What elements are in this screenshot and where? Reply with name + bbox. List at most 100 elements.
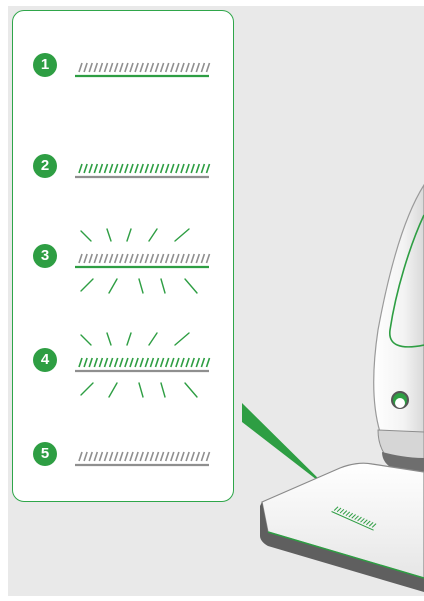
indicator-stripe xyxy=(110,164,113,173)
indicator-stripe xyxy=(130,164,133,173)
indicator-legend-panel: 1 2 3 4 5 xyxy=(12,10,234,502)
indicator-stripe xyxy=(166,164,169,173)
flash-ray xyxy=(81,335,91,345)
indicator-stripe xyxy=(166,452,169,461)
indicator-stripe xyxy=(191,452,194,461)
indicator-stripe xyxy=(120,63,123,72)
indicator-stripe xyxy=(99,164,102,173)
indicator-stripe xyxy=(161,164,164,173)
indicator-stripe xyxy=(94,164,97,173)
indicator-stripe xyxy=(186,452,189,461)
step-badge-1: 1 xyxy=(33,53,57,77)
indicator-stripe xyxy=(115,164,118,173)
flash-ray xyxy=(149,333,157,345)
indicator-stripe xyxy=(99,63,102,72)
indicator-light-icon-1 xyxy=(65,45,215,89)
indicator-stripe xyxy=(145,63,148,72)
indicator-stripe xyxy=(196,452,199,461)
step-badge-5: 5 xyxy=(33,442,57,466)
indicator-stripe xyxy=(171,164,174,173)
indicator-stripe xyxy=(156,452,159,461)
indicator-stripe xyxy=(145,452,148,461)
indicator-stripe xyxy=(120,164,123,173)
indicator-stripe xyxy=(186,63,189,72)
indicator-stripe xyxy=(94,63,97,72)
indicator-stripe xyxy=(181,63,184,72)
indicator-stripe xyxy=(115,63,118,72)
flash-rays-icon-3 xyxy=(65,221,215,301)
indicator-stripe xyxy=(125,452,128,461)
indicator-stripe xyxy=(150,63,153,72)
indicator-stripe xyxy=(207,63,210,72)
step-badge-4: 4 xyxy=(33,348,57,372)
flash-ray xyxy=(139,279,143,293)
indicator-stripe xyxy=(156,63,159,72)
indicator-light-icon-2 xyxy=(65,146,215,190)
indicator-stripe xyxy=(186,164,189,173)
flash-ray xyxy=(81,279,93,291)
indicator-stripe xyxy=(99,452,102,461)
indicator-stripe xyxy=(125,164,128,173)
flash-ray xyxy=(127,333,131,345)
flash-ray xyxy=(149,229,157,241)
indicator-stripe xyxy=(130,63,133,72)
flash-ray xyxy=(161,279,165,293)
indicator-stripe xyxy=(145,164,148,173)
indicator-light-icon-5 xyxy=(65,434,215,478)
indicator-stripe xyxy=(171,63,174,72)
indicator-stripe xyxy=(150,452,153,461)
indicator-stripe xyxy=(125,63,128,72)
indicator-stripe xyxy=(89,452,92,461)
indicator-stripe xyxy=(181,164,184,173)
indicator-stripe xyxy=(110,63,113,72)
indicator-stripe xyxy=(161,452,164,461)
indicator-stripe xyxy=(130,452,133,461)
flash-ray xyxy=(185,383,197,397)
indicator-stripe xyxy=(84,452,87,461)
indicator-stripe xyxy=(171,452,174,461)
indicator-stripe xyxy=(79,63,82,72)
indicator-stripe xyxy=(176,63,179,72)
flash-ray xyxy=(109,383,117,397)
indicator-stripe xyxy=(84,164,87,173)
indicator-stripe xyxy=(115,452,118,461)
flash-ray xyxy=(81,231,91,241)
indicator-stripe xyxy=(135,452,138,461)
indicator-stripe xyxy=(89,164,92,173)
indicator-stripe xyxy=(201,63,204,72)
indicator-stripe xyxy=(105,452,108,461)
indicator-stripe xyxy=(79,452,82,461)
flash-ray xyxy=(139,383,143,397)
flash-ray xyxy=(185,279,197,293)
flash-ray xyxy=(109,279,117,293)
callout-pointer xyxy=(242,403,330,490)
indicator-stripe xyxy=(156,164,159,173)
indicator-stripe xyxy=(84,63,87,72)
flash-ray xyxy=(107,229,111,241)
flash-ray xyxy=(175,229,189,241)
step-badge-2: 2 xyxy=(33,154,57,178)
indicator-stripe xyxy=(94,452,97,461)
indicator-stripe xyxy=(196,63,199,72)
indicator-stripe xyxy=(201,452,204,461)
indicator-stripe xyxy=(150,164,153,173)
flash-ray xyxy=(127,229,131,241)
indicator-stripe xyxy=(201,164,204,173)
indicator-stripe xyxy=(166,63,169,72)
indicator-stripe xyxy=(105,63,108,72)
flash-rays-icon-4 xyxy=(65,325,215,405)
indicator-stripe xyxy=(140,63,143,72)
indicator-stripe xyxy=(120,452,123,461)
indicator-stripe xyxy=(105,164,108,173)
indicator-stripe xyxy=(140,452,143,461)
step-badge-3: 3 xyxy=(33,244,57,268)
indicator-stripe xyxy=(176,452,179,461)
indicator-stripe xyxy=(89,63,92,72)
indicator-stripe xyxy=(191,63,194,72)
indicator-stripe xyxy=(181,452,184,461)
indicator-stripe xyxy=(140,164,143,173)
indicator-stripe xyxy=(176,164,179,173)
indicator-stripe xyxy=(207,164,210,173)
indicator-stripe xyxy=(207,452,210,461)
flash-ray xyxy=(161,383,165,397)
